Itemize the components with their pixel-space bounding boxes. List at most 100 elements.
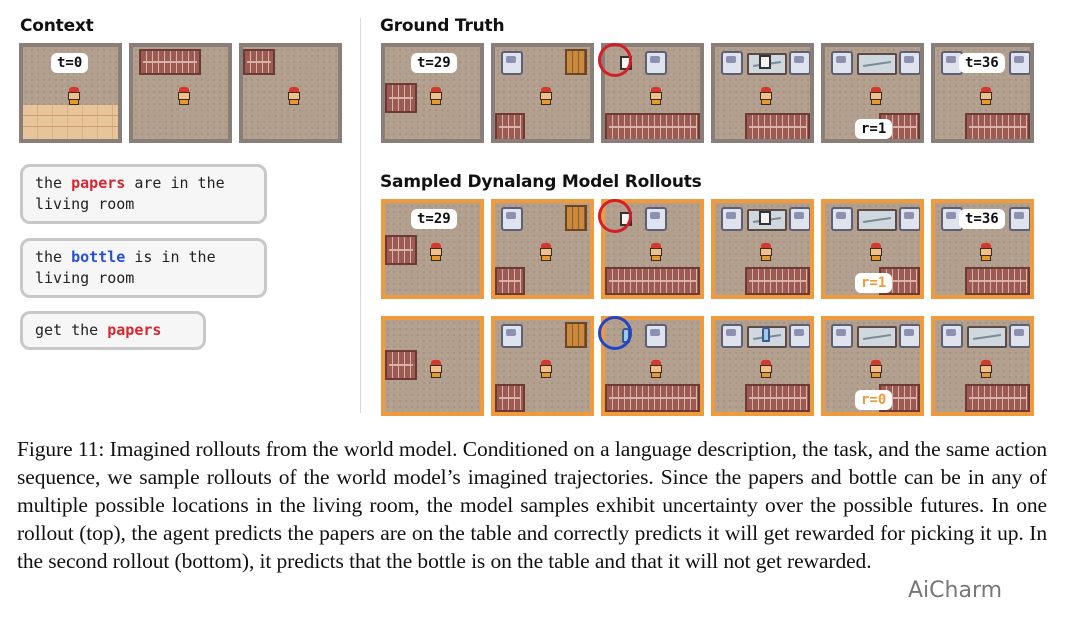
crate-sprite: [565, 49, 587, 75]
shelf-sprite: [385, 83, 417, 113]
shelf-sprite: [965, 113, 1030, 139]
chair-sprite: [501, 51, 523, 75]
reward-label: r=1: [855, 119, 893, 139]
caption-text: Figure 11: Imagined rollouts from the wo…: [17, 437, 1047, 573]
crate-sprite: [565, 322, 587, 348]
time-label: t=36: [959, 209, 1005, 229]
agent-sprite: [539, 360, 553, 378]
chair-sprite: [941, 324, 963, 348]
chair-sprite: [789, 324, 810, 348]
shelf-sprite: [605, 384, 700, 412]
agent-sprite: [979, 360, 993, 378]
gt-frame-6: t=36: [931, 43, 1034, 143]
agent-sprite: [177, 87, 191, 105]
gt-frame-1: t=29: [381, 43, 484, 143]
bottle-sprite: [762, 327, 770, 342]
shelf-sprite: [605, 267, 700, 295]
chair-sprite: [789, 207, 810, 231]
agent-sprite: [429, 360, 443, 378]
context-frame-3: [239, 43, 342, 143]
papers-highlight-circle: [598, 43, 632, 77]
chair-sprite: [899, 207, 920, 231]
context-frame-1: t=0: [19, 43, 122, 143]
time-label: t=29: [411, 53, 457, 73]
rollout1-frame-1: t=29: [381, 199, 484, 299]
shelf-sprite: [385, 235, 417, 265]
time-label: t=0: [51, 53, 89, 73]
agent-sprite: [759, 243, 773, 261]
gt-frame-5: r=1: [821, 43, 924, 143]
chair-sprite: [899, 324, 920, 348]
shelf-sprite: [745, 384, 810, 412]
chair-sprite: [645, 324, 667, 348]
shelf-sprite: [605, 113, 700, 139]
gt-frame-2: [491, 43, 594, 143]
agent-sprite: [979, 87, 993, 105]
context-heading: Context: [20, 16, 94, 36]
rollout2-frame-5: r=0: [821, 316, 924, 416]
chair-sprite: [645, 51, 667, 75]
rollout2-frame-1: [381, 316, 484, 416]
agent-sprite: [869, 360, 883, 378]
rollout2-frame-4: [711, 316, 814, 416]
time-label: t=29: [411, 209, 457, 229]
rollout1-frame-2: [491, 199, 594, 299]
table-sprite: [857, 209, 897, 231]
figure-caption: Figure 11: Imagined rollouts from the wo…: [17, 435, 1047, 575]
time-label: t=36: [959, 53, 1005, 73]
column-divider: [360, 18, 361, 413]
shelf-sprite: [745, 113, 810, 139]
table-sprite: [857, 326, 897, 348]
context-bubble-bottle: the bottle is in the living room: [20, 238, 267, 298]
papers-sprite: [759, 55, 771, 69]
table-sprite: [857, 53, 897, 75]
chair-sprite: [831, 324, 853, 348]
shelf-sprite: [243, 49, 275, 75]
chair-sprite: [899, 51, 920, 75]
chair-sprite: [831, 207, 853, 231]
context-frame-2: [129, 43, 232, 143]
chair-sprite: [721, 51, 743, 75]
context-bubble-papers: the papers are in the living room: [20, 164, 267, 224]
shelf-sprite: [139, 49, 201, 75]
chair-sprite: [789, 51, 810, 75]
shelf-sprite: [745, 267, 810, 295]
chair-sprite: [1009, 324, 1030, 348]
chair-sprite: [721, 207, 743, 231]
agent-sprite: [869, 87, 883, 105]
agent-sprite: [649, 243, 663, 261]
rollout1-frame-4: [711, 199, 814, 299]
rollouts-heading: Sampled Dynalang Model Rollouts: [380, 172, 702, 192]
rollout1-frame-5: r=1: [821, 199, 924, 299]
chair-sprite: [1009, 51, 1030, 75]
chair-sprite: [501, 324, 523, 348]
chair-sprite: [645, 207, 667, 231]
rollout2-frame-2: [491, 316, 594, 416]
agent-sprite: [287, 87, 301, 105]
shelf-sprite: [495, 384, 525, 412]
agent-sprite: [979, 243, 993, 261]
gt-frame-4: [711, 43, 814, 143]
agent-sprite: [429, 87, 443, 105]
agent-sprite: [429, 243, 443, 261]
agent-sprite: [759, 360, 773, 378]
chair-sprite: [1009, 207, 1030, 231]
watermark: AiCharm: [905, 578, 1006, 603]
shelf-sprite: [385, 350, 417, 380]
shelf-sprite: [495, 113, 525, 139]
agent-sprite: [67, 87, 81, 105]
task-bubble: get the papers: [20, 311, 206, 350]
agent-sprite: [649, 360, 663, 378]
chair-sprite: [721, 324, 743, 348]
rollout2-frame-6: [931, 316, 1034, 416]
chair-sprite: [831, 51, 853, 75]
chair-sprite: [501, 207, 523, 231]
bottle-highlight-circle: [598, 316, 632, 350]
shelf-sprite: [495, 267, 525, 295]
ground-truth-heading: Ground Truth: [380, 16, 505, 36]
rollout1-frame-3: [601, 199, 704, 299]
shelf-sprite: [965, 384, 1030, 412]
rollout1-frame-6: t=36: [931, 199, 1034, 299]
reward-label: r=1: [855, 273, 893, 293]
agent-sprite: [539, 243, 553, 261]
